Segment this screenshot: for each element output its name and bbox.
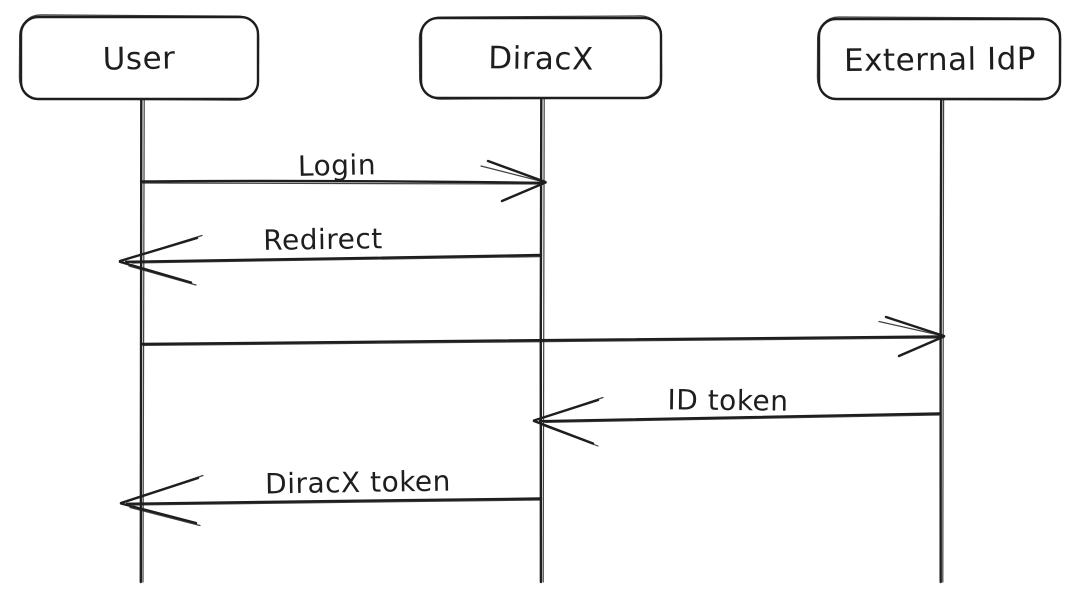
- message-label-login: Login: [298, 148, 377, 183]
- actor-label-external-idp: External IdP: [844, 41, 1036, 79]
- lifeline-external-idp: [939, 97, 945, 584]
- message-arrow-login: Login: [139, 148, 547, 203]
- message-label-id-token: ID token: [667, 383, 788, 417]
- message-arrow-diracx-token: DiracX token: [119, 465, 543, 527]
- message-label-diracx-token: DiracX token: [265, 465, 451, 501]
- message-arrow-id-token: ID token: [532, 383, 942, 447]
- message-label-redirect: Redirect: [263, 222, 383, 257]
- actor-box-user: User: [18, 14, 260, 101]
- actor-box-diracx: DiracX: [418, 15, 663, 100]
- message-arrow-redirect: Redirect: [118, 222, 543, 286]
- actor-label-diracx: DiracX: [488, 40, 594, 77]
- actor-label-user: User: [102, 40, 175, 77]
- actor-box-external-idp: External IdP: [816, 16, 1062, 101]
- message-arrow-authorize: [139, 315, 946, 358]
